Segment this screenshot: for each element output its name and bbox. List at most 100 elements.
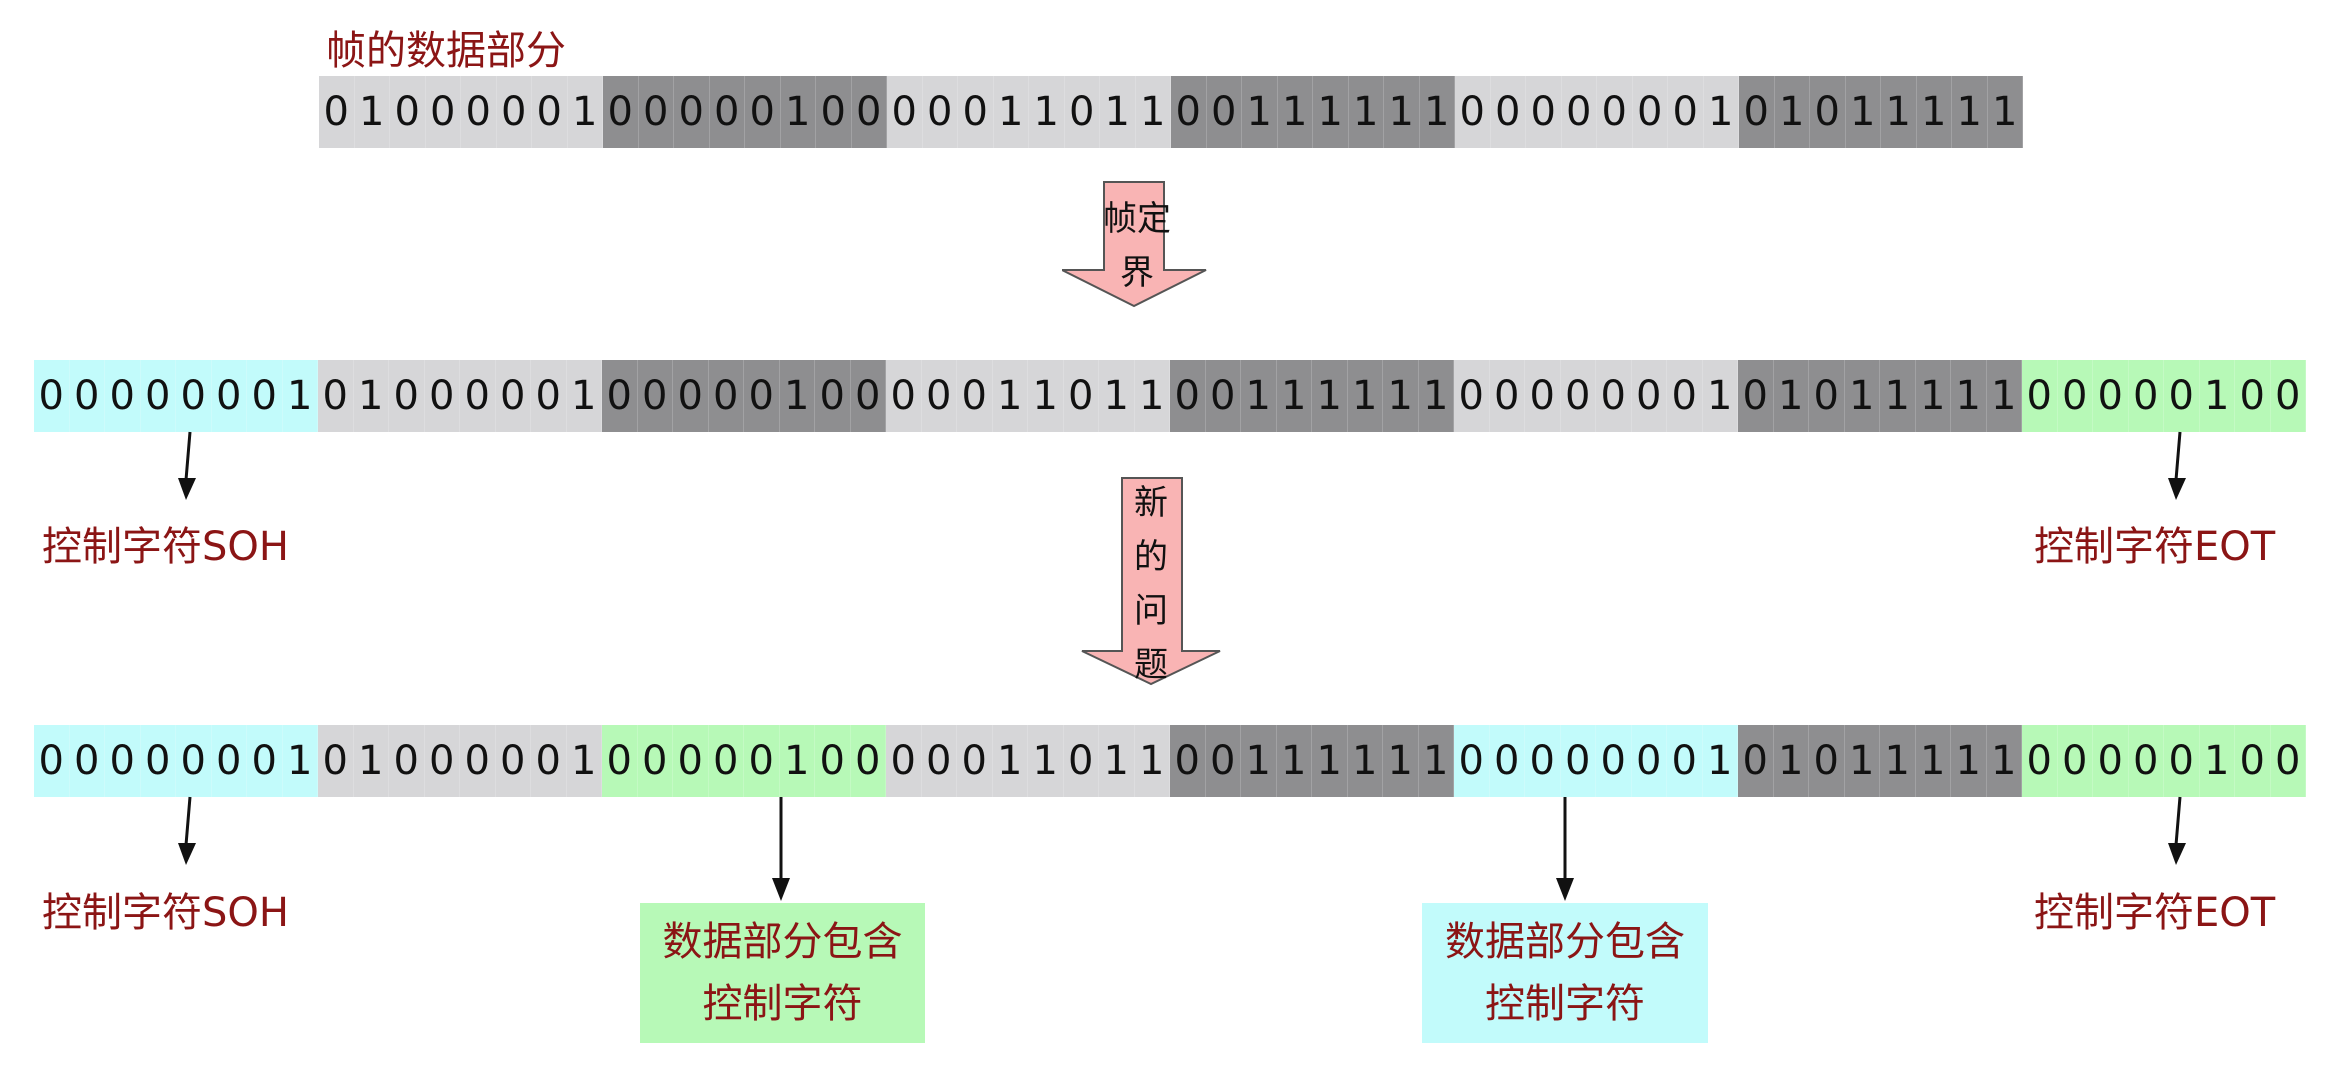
framing-arrow-icon: [1062, 181, 1207, 308]
bit-cell: 0: [1065, 76, 1100, 148]
bit-cell: 0: [496, 725, 531, 797]
bit-cell: 0: [1562, 76, 1597, 148]
bit-cell: 1: [1988, 76, 2023, 148]
bit-cell: 1: [1952, 76, 1988, 148]
bit-cell: 0: [602, 725, 638, 797]
bit-cell: 0: [212, 725, 247, 797]
bit-cell: 1: [1383, 360, 1419, 432]
bit-cell: 0: [426, 76, 461, 148]
bit-cell: 1: [781, 76, 816, 148]
bit-cell: 0: [1597, 76, 1633, 148]
bit-cell: 1: [1775, 76, 1810, 148]
bit-cell: 0: [2093, 725, 2129, 797]
bit-cell: 0: [141, 360, 176, 432]
bit-cell: 1: [1135, 725, 1170, 797]
bit-cell: 0: [319, 76, 355, 148]
bit-cell: 0: [638, 725, 673, 797]
bit-cell: 0: [1064, 360, 1099, 432]
bit-cell: 0: [603, 76, 639, 148]
bit-cell: 0: [1206, 360, 1241, 432]
bit-cell: 0: [1207, 76, 1242, 148]
bit-cell: 0: [460, 725, 496, 797]
bit-cell: 0: [1809, 725, 1845, 797]
soh-arrow-row2-icon: [178, 431, 196, 500]
framing-arrow-label: 帧定 界: [1062, 192, 1212, 300]
bit-cell: 0: [1668, 76, 1704, 148]
bit-cell: 0: [957, 360, 993, 432]
bit-cell: 0: [2164, 360, 2200, 432]
framing-arrow-line2: 界: [1120, 253, 1154, 293]
bit-cell: 1: [568, 76, 603, 148]
bit-cell: 0: [2058, 725, 2093, 797]
green-note-line2: 控制字符: [702, 981, 863, 1027]
bit-cell: 0: [745, 76, 781, 148]
bit-cell: 0: [531, 725, 567, 797]
bit-cell: 1: [1349, 76, 1384, 148]
bit-cell: 0: [497, 76, 532, 148]
bit-cell: 0: [2093, 360, 2129, 432]
frame-data-title: 帧的数据部分: [326, 28, 566, 74]
bit-cell: 0: [1491, 76, 1526, 148]
bit-cell: 0: [212, 360, 247, 432]
bit-cell: 1: [1383, 725, 1419, 797]
cyan-note-line2: 控制字符: [1485, 981, 1645, 1027]
bit-cell: 1: [1136, 76, 1171, 148]
bit-cell: 1: [2200, 360, 2235, 432]
bit-cell: 0: [815, 725, 851, 797]
bit-cell: 0: [674, 76, 710, 148]
bit-cell: 1: [1917, 76, 1952, 148]
bit-cell: 1: [993, 725, 1028, 797]
bit-cell: 1: [993, 360, 1028, 432]
bit-cell: 0: [1526, 76, 1562, 148]
bit-cell: 1: [994, 76, 1029, 148]
green-note-line1: 数据部分包含: [662, 919, 903, 965]
bit-cell: 1: [1419, 360, 1454, 432]
soh-label-row3: 控制字符SOH: [42, 890, 289, 936]
bit-cell: 1: [1029, 76, 1065, 148]
cyan-note-box: 数据部分包含 控制字符: [1422, 903, 1708, 1043]
bit-cell: 0: [176, 725, 212, 797]
bit-cell: 0: [744, 360, 780, 432]
bit-cell: 0: [1454, 725, 1490, 797]
bit-cell: 0: [2271, 725, 2306, 797]
bit-cell: 0: [1525, 725, 1561, 797]
bit-cell: 1: [1774, 360, 1809, 432]
bit-cell: 0: [105, 725, 141, 797]
bit-cell: 1: [1384, 76, 1420, 148]
bit-cell: 0: [34, 725, 70, 797]
bit-cell: 1: [283, 725, 318, 797]
bit-cell: 0: [886, 725, 922, 797]
soh-arrow-row3-icon: [178, 796, 196, 865]
bit-cell: 1: [1277, 725, 1312, 797]
bit-cell: 0: [851, 360, 886, 432]
bit-cell: 0: [1206, 725, 1241, 797]
bit-cell: 1: [1099, 725, 1135, 797]
bit-cell: 0: [2235, 360, 2271, 432]
new-problem-line4: 题: [1134, 645, 1168, 685]
bit-cell: 1: [1987, 360, 2022, 432]
bit-cell: 0: [744, 725, 780, 797]
bit-cell: 1: [1312, 360, 1348, 432]
bit-cell: 0: [1490, 360, 1525, 432]
bit-cell: 1: [780, 725, 815, 797]
bit-cell: 1: [2200, 725, 2235, 797]
bit-cell: 0: [425, 360, 460, 432]
bit-cell: 1: [1313, 76, 1349, 148]
bit-cell: 1: [1916, 360, 1951, 432]
bit-cell: 0: [2058, 360, 2093, 432]
bit-cell: 0: [710, 76, 745, 148]
